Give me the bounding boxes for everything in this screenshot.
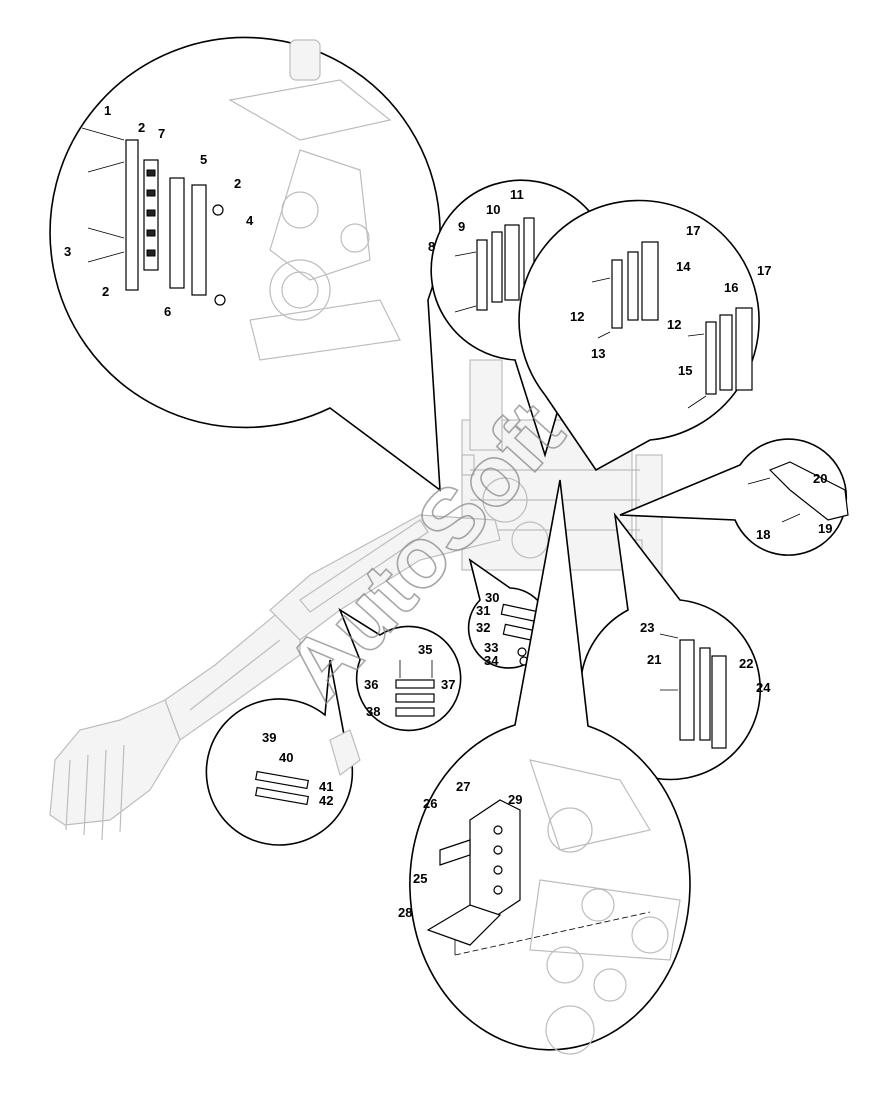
callout-10: 10 (486, 202, 500, 217)
callout-38: 38 (366, 704, 380, 719)
callout-34: 34 (484, 653, 499, 668)
callout-7: 7 (158, 126, 165, 141)
detail-circle-lower-left (205, 659, 361, 846)
callout-3: 3 (64, 244, 71, 259)
callout-17: 17 (757, 263, 771, 278)
callout-23: 23 (640, 620, 654, 635)
callout-25: 25 (413, 871, 427, 886)
callout-1: 1 (104, 103, 111, 118)
callout-2: 2 (138, 120, 145, 135)
callout-5: 5 (200, 152, 207, 167)
callout-2: 2 (102, 284, 109, 299)
callout-40: 40 (279, 750, 293, 765)
callout-16: 16 (724, 280, 738, 295)
callout-19: 19 (818, 521, 832, 536)
callout-24: 24 (756, 680, 771, 695)
callout-37: 37 (441, 677, 455, 692)
detail-circle-lower-right (579, 512, 762, 781)
callout-20: 20 (813, 471, 827, 486)
callout-15: 15 (678, 363, 692, 378)
callout-31: 31 (476, 603, 490, 618)
callout-14: 14 (676, 259, 691, 274)
detail-circle-middle-small (467, 558, 550, 669)
callout-12: 12 (667, 317, 681, 332)
callout-39: 39 (262, 730, 276, 745)
callout-18: 18 (756, 527, 770, 542)
callout-17: 17 (686, 223, 700, 238)
callout-36: 36 (364, 677, 378, 692)
callout-30: 30 (485, 590, 499, 605)
callout-13: 13 (591, 346, 605, 361)
callout-12: 12 (570, 309, 584, 324)
callout-8: 8 (428, 239, 435, 254)
detail-circle-bottom-large (409, 479, 691, 1055)
detail-circle-lower-middle (338, 608, 462, 732)
callout-2: 2 (234, 176, 241, 191)
detail-circle-right (619, 438, 849, 556)
callout-41: 41 (319, 779, 333, 794)
callout-9: 9 (458, 219, 465, 234)
callout-labels: 1 2 7 5 2 4 3 2 6 8 9 10 11 17 14 17 16 … (64, 103, 832, 920)
callout-35: 35 (418, 642, 432, 657)
callout-42: 42 (319, 793, 333, 808)
callout-28: 28 (398, 905, 412, 920)
detail-circle-top-right (518, 199, 760, 472)
callout-22: 22 (739, 656, 753, 671)
callout-33: 33 (484, 640, 498, 655)
callout-26: 26 (423, 796, 437, 811)
callout-21: 21 (647, 652, 661, 667)
detail-circle-top-left (49, 36, 441, 492)
callout-11: 11 (510, 187, 524, 202)
callout-27: 27 (456, 779, 470, 794)
machine-backhoe-drawing (49, 359, 663, 841)
callout-6: 6 (164, 304, 171, 319)
callout-32: 32 (476, 620, 490, 635)
callout-4: 4 (246, 213, 254, 228)
callout-29: 29 (508, 792, 522, 807)
